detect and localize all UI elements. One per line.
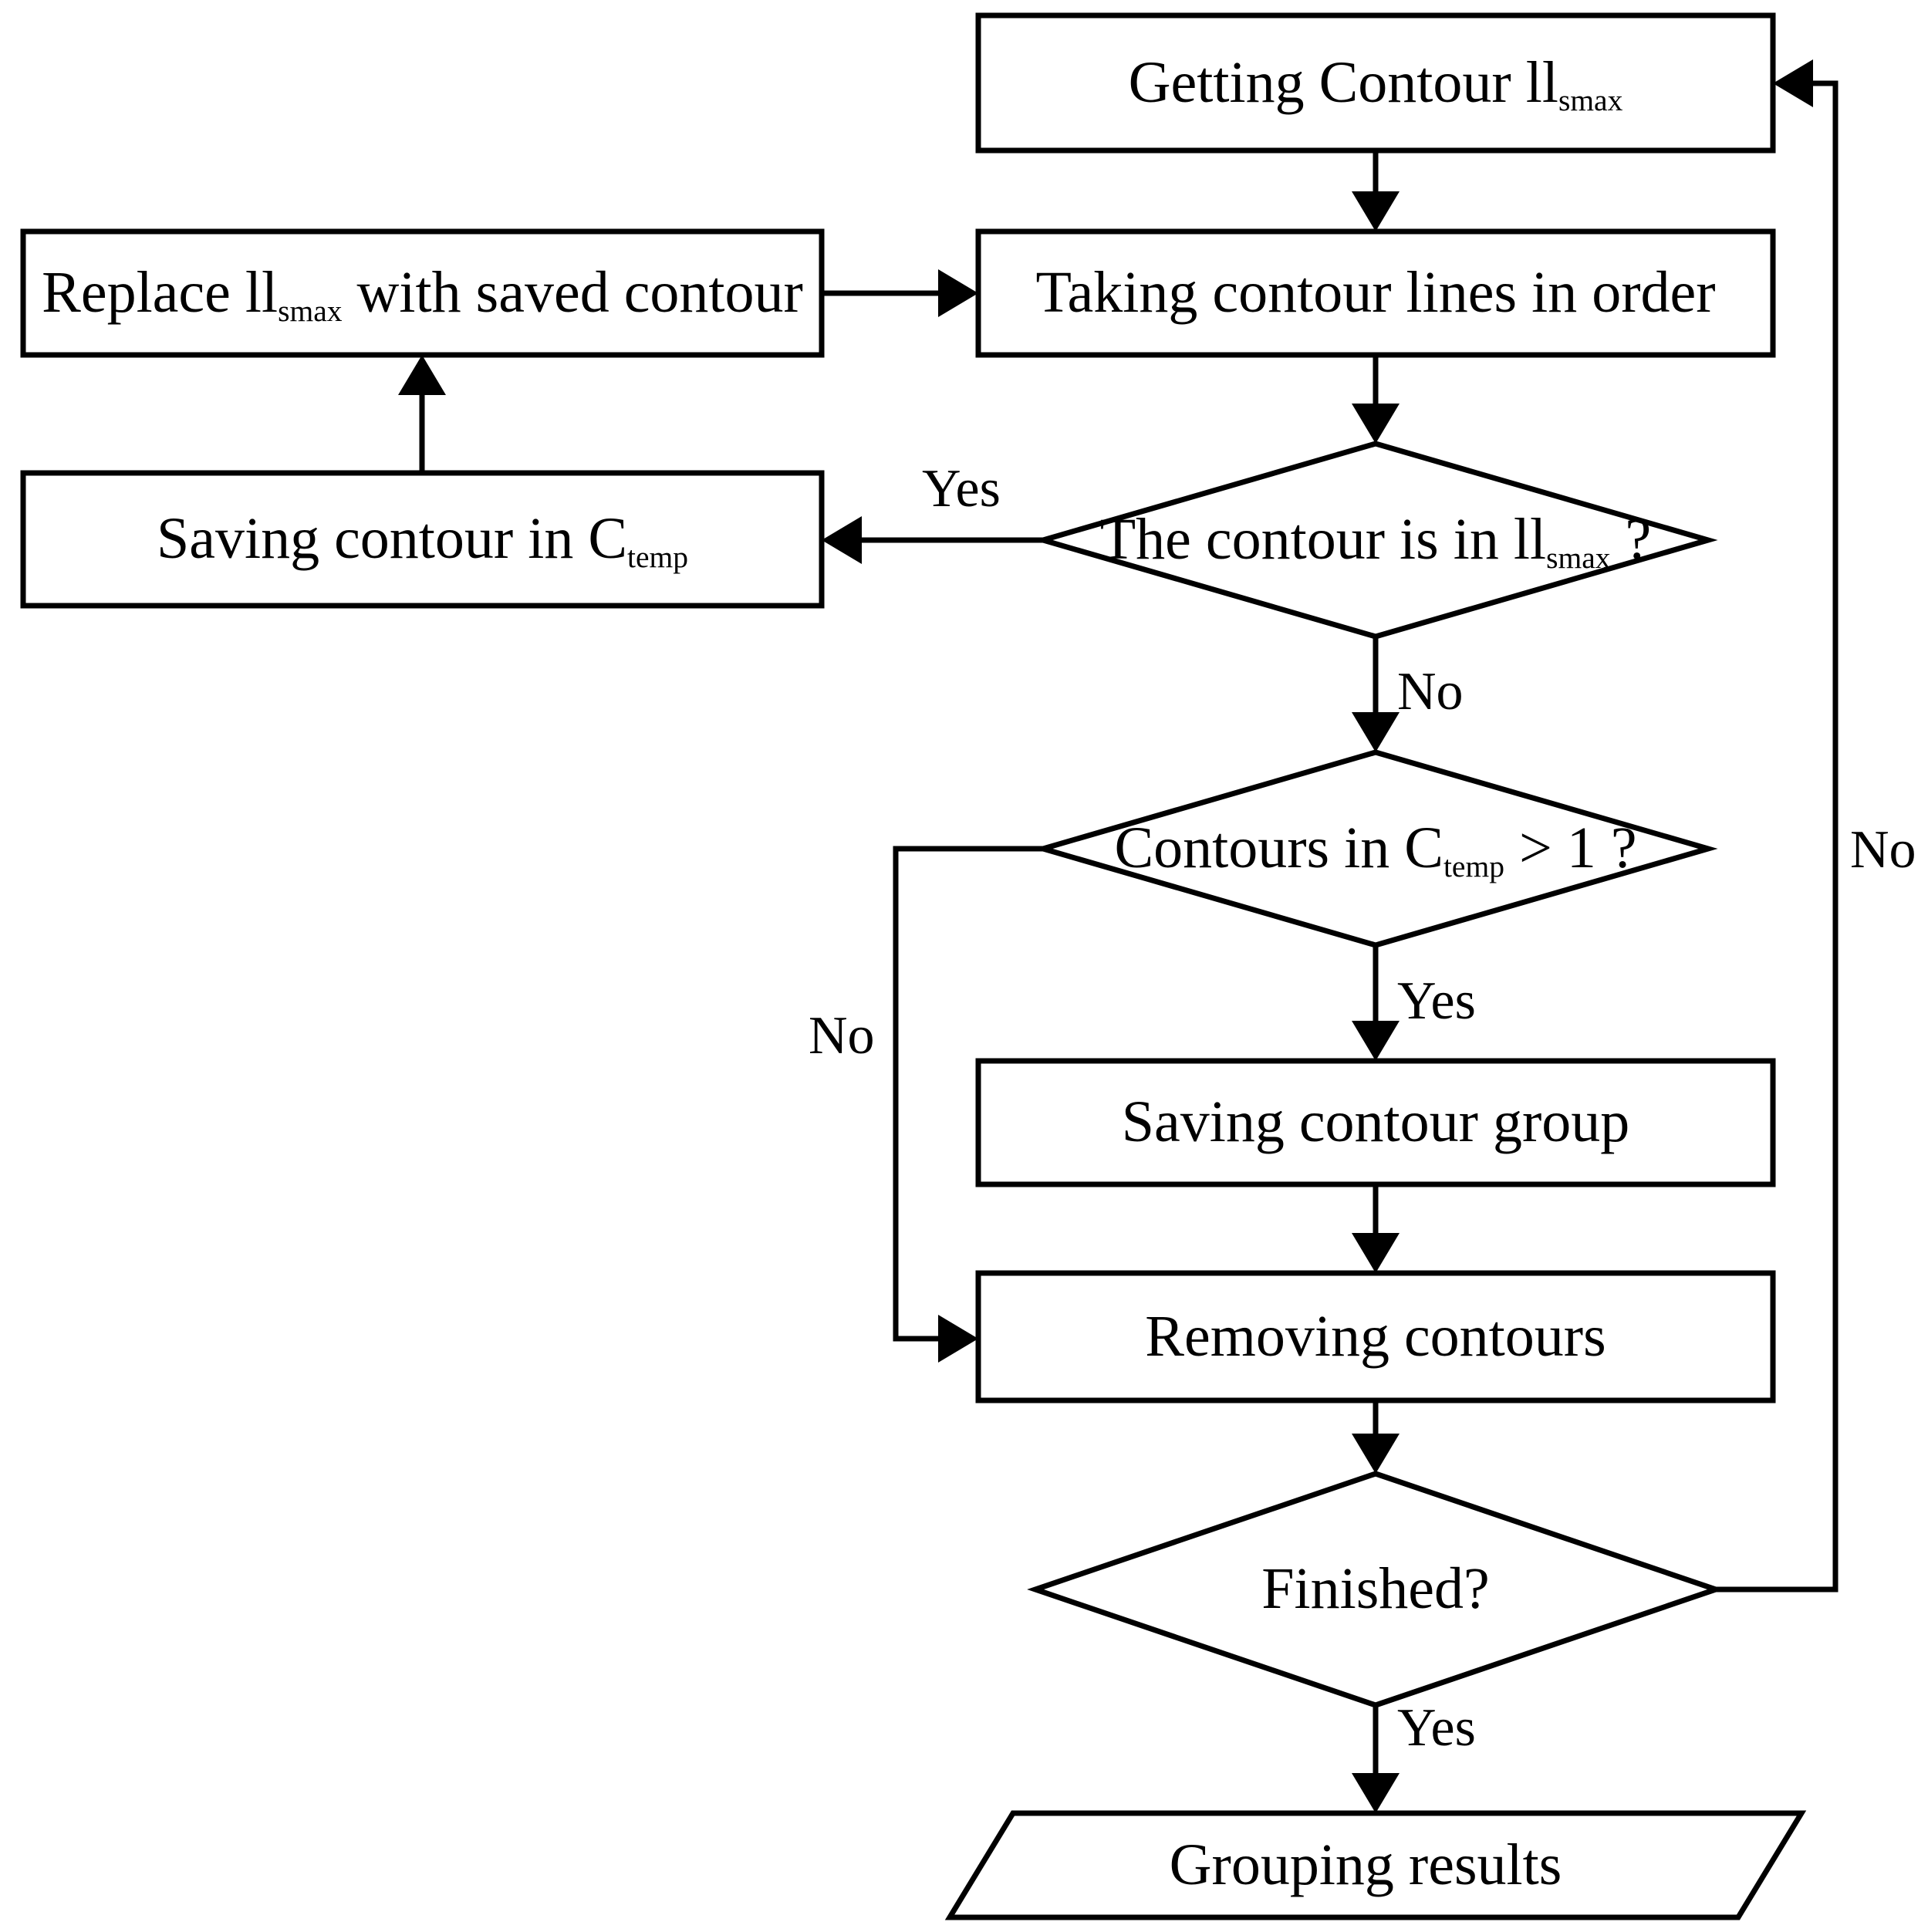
node-removing-contours[interactable] bbox=[975, 1270, 1776, 1403]
node-grouping-results[interactable] bbox=[944, 1810, 1807, 1920]
edge-finished-no-to-getting bbox=[1716, 80, 1839, 1593]
node-finished[interactable] bbox=[1027, 1471, 1724, 1708]
arrow-finished-yes-to-grouping bbox=[1352, 1773, 1400, 1813]
arrow-decision2-no-to-removing bbox=[938, 1315, 978, 1363]
arrow-decision1-yes-to-saving-ctemp bbox=[822, 516, 862, 564]
arrow-saving-ctemp-to-replace bbox=[398, 355, 446, 395]
arrow-replace-to-taking bbox=[938, 269, 978, 317]
arrow-decision1-no-to-decision2 bbox=[1352, 712, 1400, 752]
node-getting-contour[interactable] bbox=[975, 12, 1776, 154]
node-saving-contour-group[interactable] bbox=[975, 1058, 1776, 1187]
node-replace-llsmax[interactable] bbox=[20, 228, 825, 358]
arrow-finished-no-to-getting bbox=[1773, 59, 1813, 107]
node-contour-in-llsmax[interactable] bbox=[1033, 441, 1718, 640]
arrow-taking-to-decision1 bbox=[1352, 404, 1400, 444]
node-saving-contour-ctemp[interactable] bbox=[20, 470, 825, 609]
arrow-removing-to-finished bbox=[1352, 1434, 1400, 1474]
arrow-getting-to-taking bbox=[1352, 191, 1400, 231]
edge-decision2-no-to-removing bbox=[893, 846, 1043, 1342]
arrow-decision2-yes-to-saving-group bbox=[1352, 1021, 1400, 1061]
node-contours-gt-1[interactable] bbox=[1033, 749, 1718, 948]
node-taking-contour-lines[interactable] bbox=[975, 228, 1776, 358]
arrow-saving-group-to-removing bbox=[1352, 1233, 1400, 1273]
